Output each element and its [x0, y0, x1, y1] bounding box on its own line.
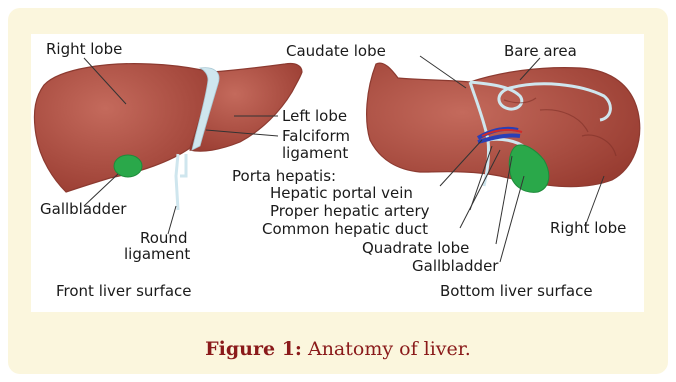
label-gallbladder-bottom: Gallbladder	[412, 257, 499, 275]
label-bare-area: Bare area	[504, 42, 577, 60]
front-gallbladder-shape	[114, 155, 142, 177]
caption-prefix: Figure 1:	[205, 338, 302, 360]
bottom-liver	[367, 63, 640, 192]
label-round-2: ligament	[124, 245, 190, 263]
label-quadrate-lobe: Quadrate lobe	[362, 239, 469, 257]
label-caudate-lobe: Caudate lobe	[286, 42, 386, 60]
figure-caption: Figure 1: Anatomy of liver.	[0, 338, 676, 360]
label-bottom-surface: Bottom liver surface	[440, 282, 593, 300]
label-front-surface: Front liver surface	[56, 282, 192, 300]
label-porta-hepatis: Porta hepatis:	[232, 167, 336, 185]
round-ligament-line	[176, 154, 186, 210]
label-gallbladder-front: Gallbladder	[40, 200, 127, 218]
label-right-lobe-bottom: Right lobe	[550, 219, 626, 237]
front-liver	[34, 63, 302, 210]
label-hepatic-portal-vein: Hepatic portal vein	[270, 184, 413, 202]
label-proper-hepatic-artery: Proper hepatic artery	[270, 202, 430, 220]
label-common-hepatic-duct: Common hepatic duct	[262, 220, 428, 238]
caption-text: Anatomy of liver.	[302, 338, 471, 360]
bottom-liver-shape	[367, 63, 640, 187]
label-falciform-1: Falciform	[282, 127, 350, 145]
label-right-lobe-front: Right lobe	[46, 40, 122, 58]
label-falciform-2: ligament	[282, 144, 348, 162]
label-left-lobe: Left lobe	[282, 107, 347, 125]
